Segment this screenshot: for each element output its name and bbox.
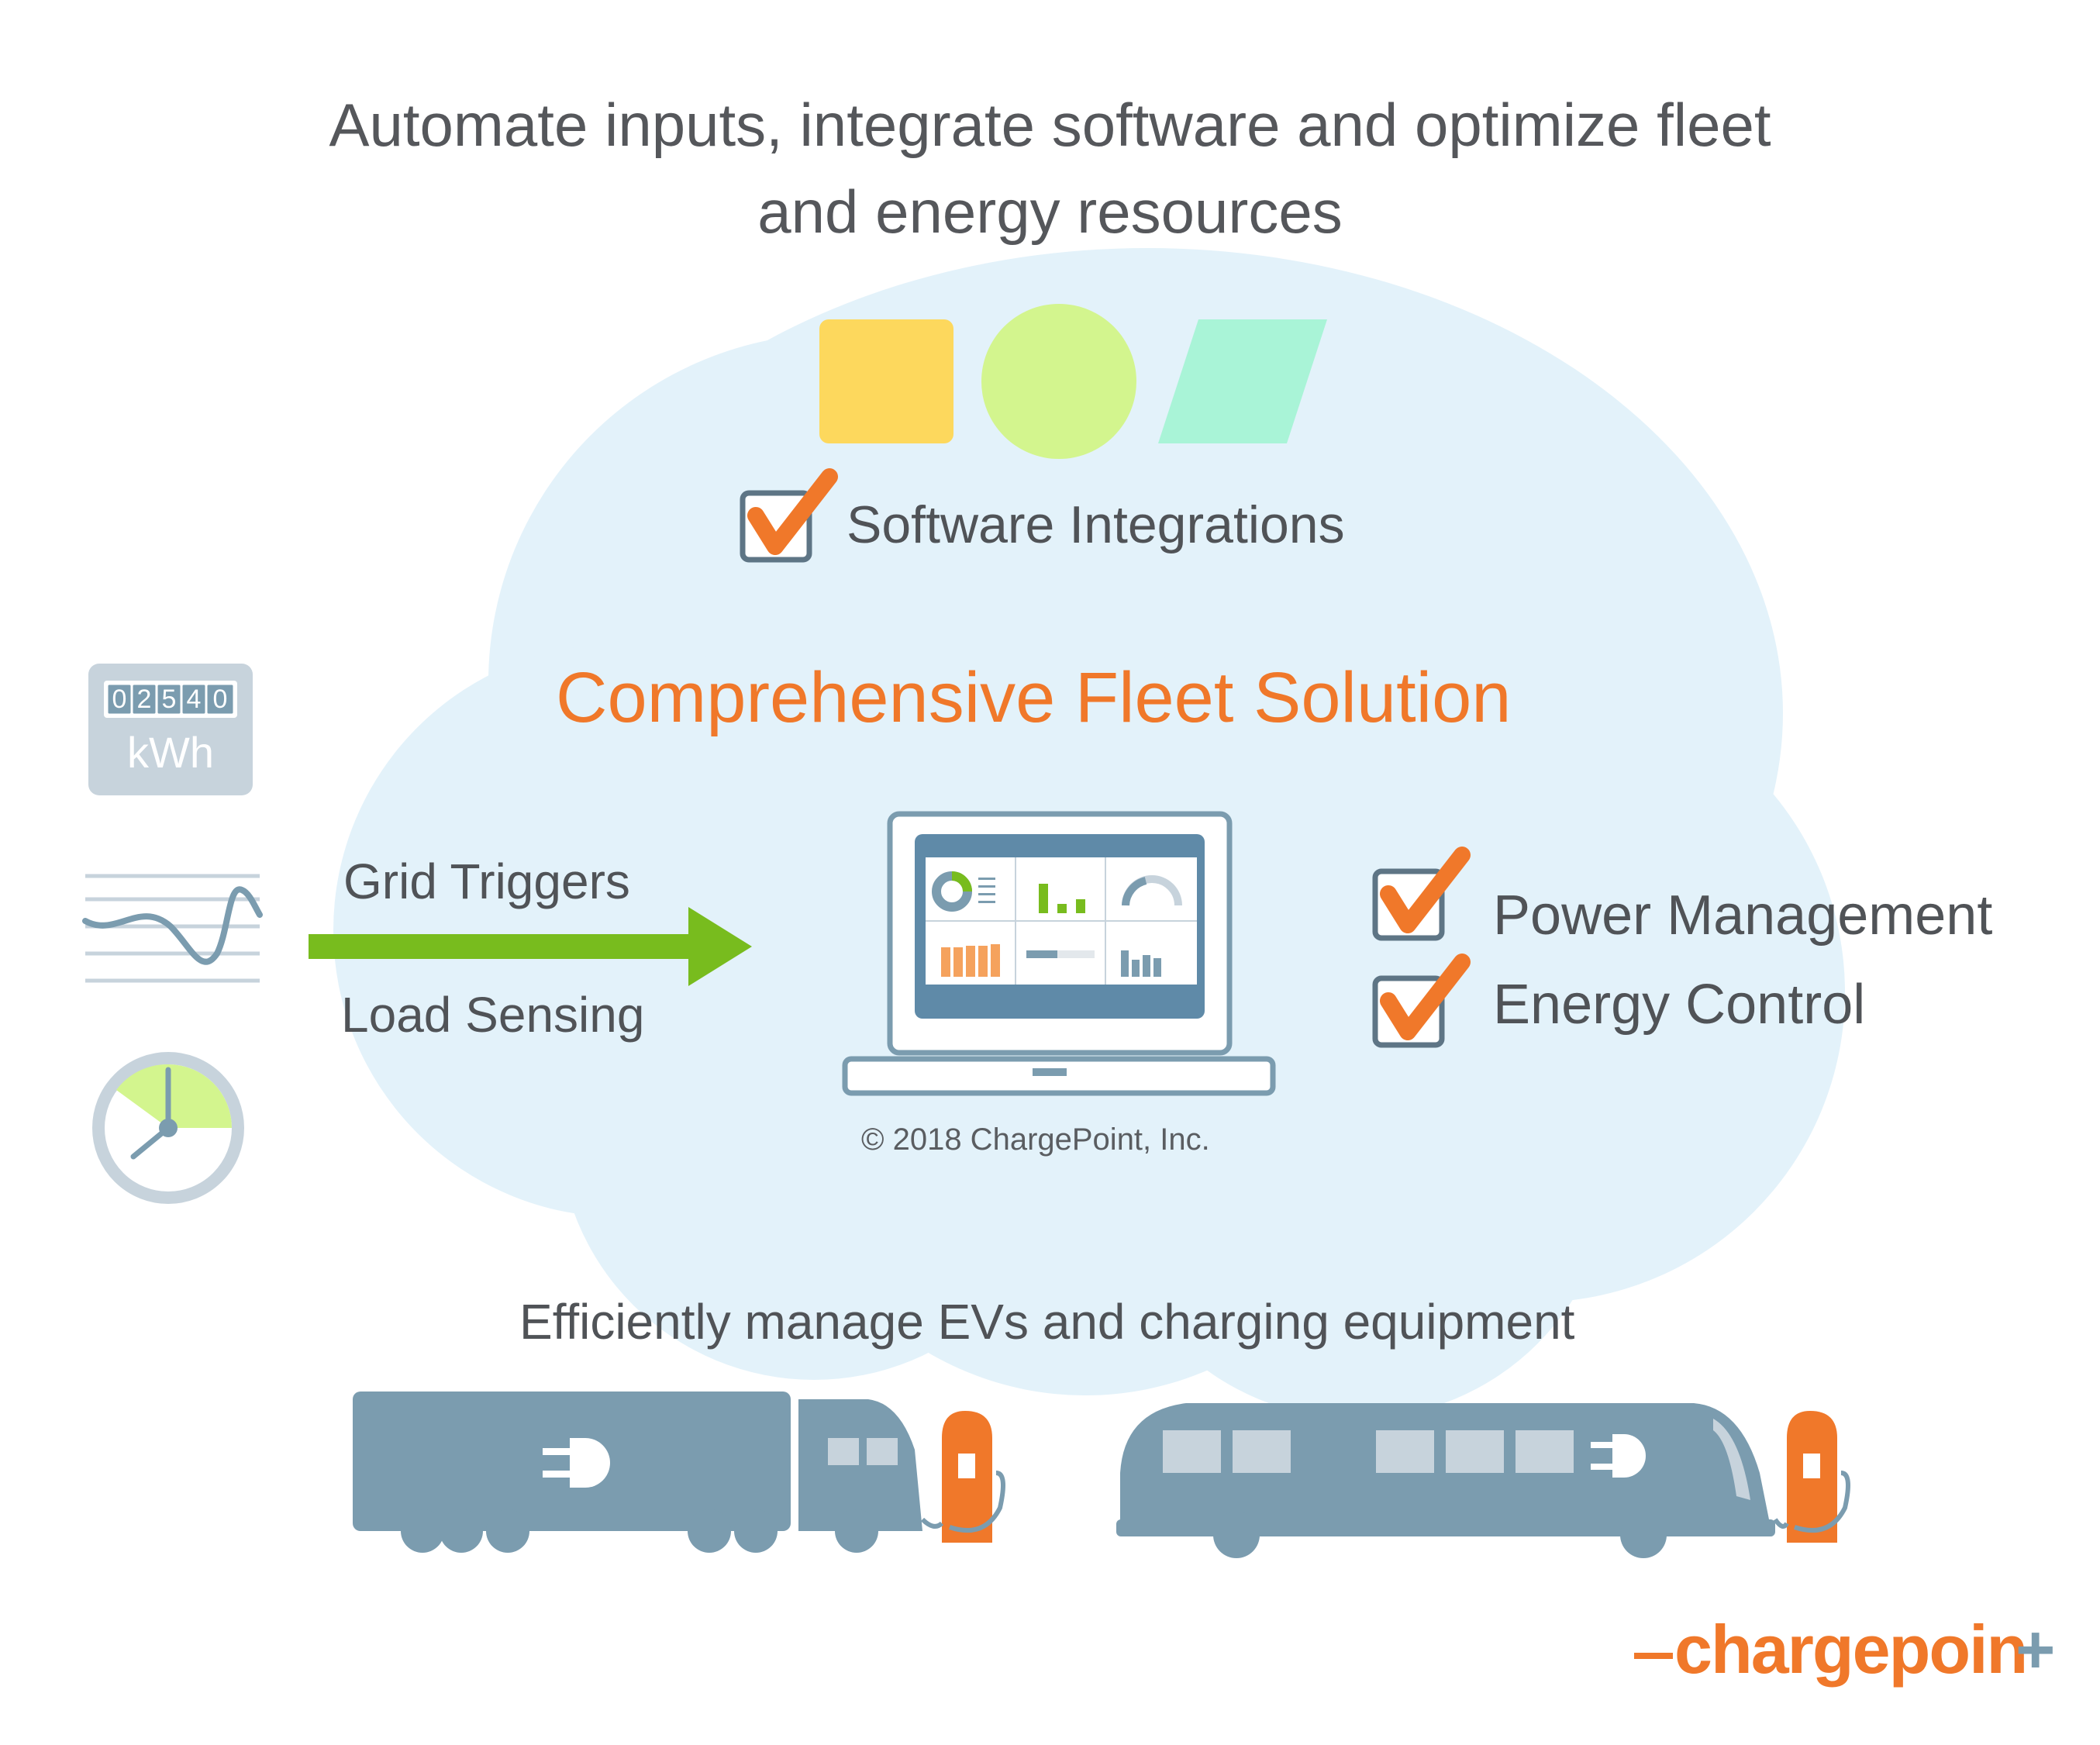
meter-digit: 0 — [212, 685, 228, 714]
green-circle-icon — [981, 304, 1136, 459]
headline-line-2: and energy resources — [757, 178, 1343, 246]
meter-digit: 4 — [186, 685, 202, 714]
green-arrow-icon — [309, 907, 752, 986]
cloud-title: Comprehensive Fleet Solution — [556, 658, 1512, 737]
meter-unit: kWh — [127, 728, 214, 777]
software-integrations-label: Software Integrations — [847, 495, 1345, 554]
meter-digit: 2 — [136, 685, 152, 714]
clock-icon — [92, 1052, 244, 1204]
software-integrations-check-icon — [740, 468, 838, 563]
meter-icon — [88, 664, 253, 795]
energy-control-label: Energy Control — [1493, 974, 1866, 1036]
logo-graphic: chargepoin + — [1634, 1611, 2055, 1688]
energy-control-check-icon — [1372, 954, 1471, 1048]
yellow-square-icon — [819, 319, 953, 443]
laptop-icon — [842, 811, 1276, 1096]
charger-icon — [1773, 1411, 1850, 1543]
bus-icon — [1116, 1403, 1775, 1558]
headline-line-1: Automate inputs, integrate software and … — [329, 91, 1771, 159]
charger-icon — [920, 1411, 1005, 1543]
meter-digits: 0 2 5 4 0 — [107, 684, 234, 715]
load-sensing-label: Load Sensing — [341, 987, 645, 1043]
cloud-shape — [333, 248, 1845, 1419]
wave-chart-icon — [82, 874, 263, 983]
copyright: © 2018 ChargePoint, Inc. — [861, 1123, 1210, 1157]
meter-digit: 5 — [161, 685, 177, 714]
mint-parallelogram-icon — [1158, 319, 1327, 443]
chargepoint-logo: chargepoin + — [1628, 1611, 2062, 1705]
power-management-label: Power Management — [1493, 885, 1993, 947]
truck-icon — [353, 1392, 922, 1553]
grid-triggers-label: Grid Triggers — [343, 854, 630, 909]
headline: Automate inputs, integrate software and … — [155, 81, 1945, 255]
power-management-check-icon — [1372, 847, 1471, 941]
bottom-caption: Efficiently manage EVs and charging equi… — [519, 1294, 1575, 1350]
logo-plus: + — [2016, 1612, 2055, 1688]
meter-digit: 0 — [112, 685, 127, 714]
logo-text: chargepoin — [1674, 1612, 2026, 1688]
